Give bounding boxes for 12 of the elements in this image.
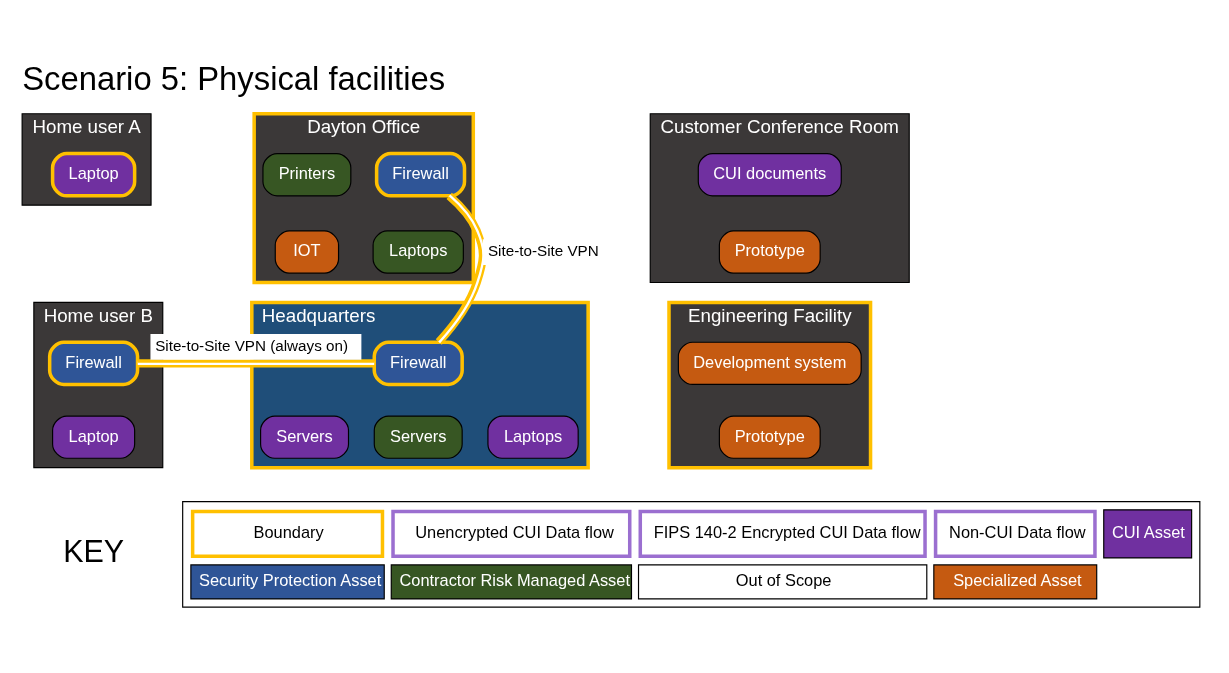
legend-label: Contractor Risk Managed Asset <box>399 570 630 589</box>
legend-label: Out of Scope <box>735 570 832 589</box>
legend-label: Non-CUI Data flow <box>949 522 1086 541</box>
label: KEY <box>63 533 125 568</box>
legend-label: Security Protection Asset <box>199 570 382 589</box>
legend-label: Unencrypted CUI Data flow <box>415 522 614 541</box>
legend-label: FIPS 140-2 Encrypted CUI Data flow <box>653 522 921 541</box>
diagram-title: Scenario 5: Physical facilities <box>22 59 446 97</box>
legend-label: Specialized Asset <box>953 570 1082 589</box>
edge-label: Site-to-Site VPN <box>487 241 599 259</box>
legend-label: CUI Asset <box>1111 522 1185 541</box>
legend-label: Boundary <box>253 522 324 541</box>
